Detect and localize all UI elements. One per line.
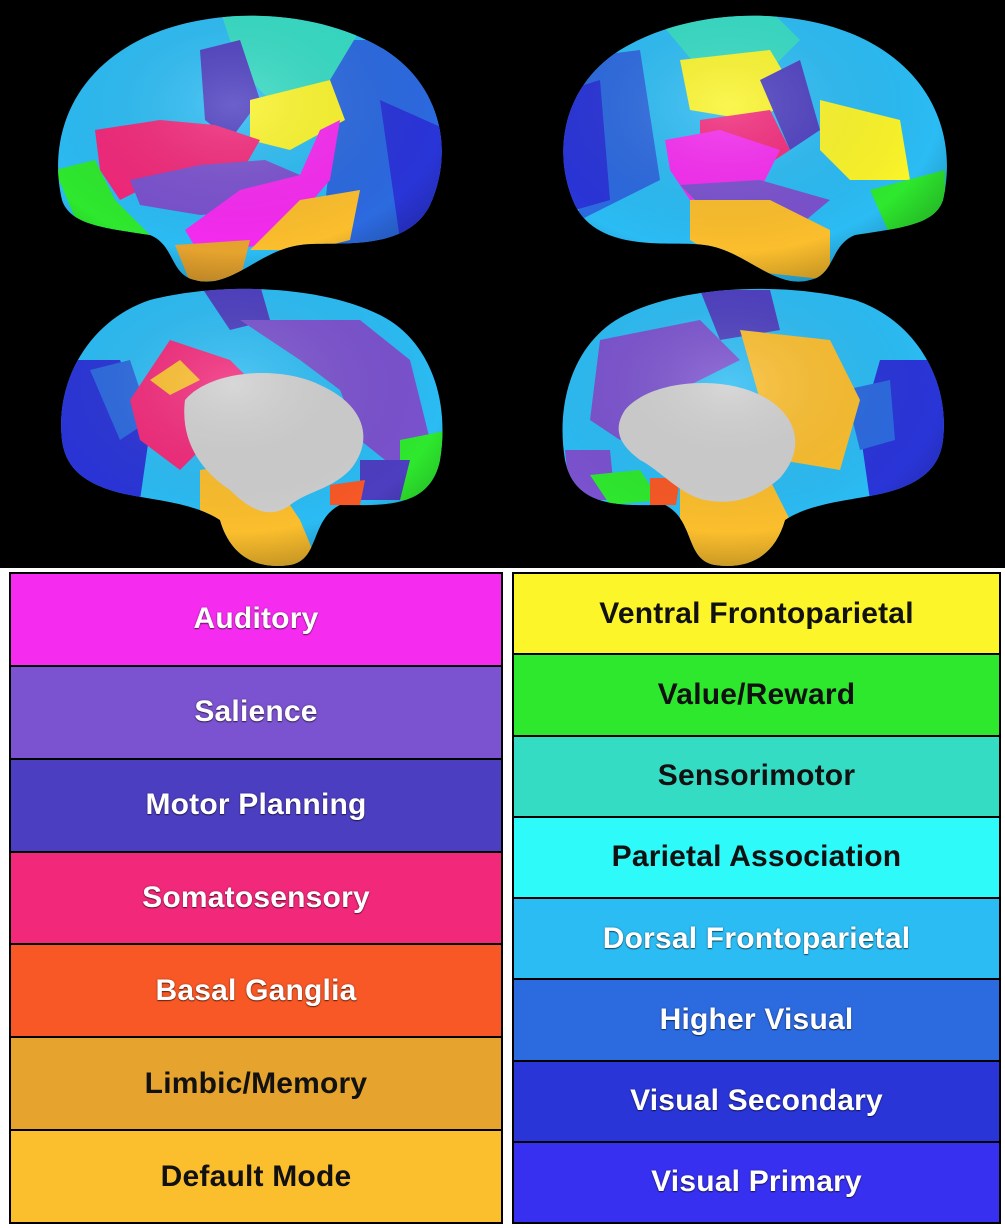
legend-label: Visual Secondary bbox=[630, 1084, 883, 1118]
legend-basal-ganglia: Basal Ganglia bbox=[11, 945, 501, 1038]
legend-label: Auditory bbox=[194, 602, 319, 636]
legend-higher-visual: Higher Visual bbox=[514, 980, 999, 1061]
legend-label: Motor Planning bbox=[145, 788, 366, 822]
brain-surface-figure bbox=[0, 0, 1005, 568]
legend-label: Sensorimotor bbox=[658, 759, 855, 793]
legend-value-reward: Value/Reward bbox=[514, 655, 999, 736]
legend-label: Somatosensory bbox=[142, 881, 370, 915]
legend-auditory: Auditory bbox=[11, 574, 501, 667]
legend-visual-secondary: Visual Secondary bbox=[514, 1062, 999, 1143]
legend-parietal-association: Parietal Association bbox=[514, 818, 999, 899]
left-medial-hemisphere bbox=[40, 280, 470, 568]
legend-ventral-frontoparietal: Ventral Frontoparietal bbox=[514, 574, 999, 655]
legend-label: Higher Visual bbox=[660, 1003, 854, 1037]
legend-label: Ventral Frontoparietal bbox=[599, 597, 913, 631]
legend-label: Limbic/Memory bbox=[145, 1067, 368, 1101]
right-lateral-hemisphere bbox=[535, 0, 965, 300]
legend-somatosensory: Somatosensory bbox=[11, 853, 501, 946]
legend-visual-primary: Visual Primary bbox=[514, 1143, 999, 1222]
legend-label: Default Mode bbox=[161, 1160, 352, 1194]
legend-default-mode: Default Mode bbox=[11, 1131, 501, 1222]
left-lateral-hemisphere bbox=[40, 0, 470, 300]
legend-left-column: Auditory Salience Motor Planning Somatos… bbox=[9, 572, 503, 1224]
legend-salience: Salience bbox=[11, 667, 501, 760]
legend-dorsal-frontoparietal: Dorsal Frontoparietal bbox=[514, 899, 999, 980]
legend-label: Dorsal Frontoparietal bbox=[603, 922, 911, 956]
legend-label: Value/Reward bbox=[658, 678, 856, 712]
legend-label: Salience bbox=[194, 695, 317, 729]
legend-label: Basal Ganglia bbox=[155, 974, 356, 1008]
legend-right-column: Ventral Frontoparietal Value/Reward Sens… bbox=[512, 572, 1001, 1224]
legend-label: Visual Primary bbox=[651, 1165, 862, 1199]
legend-motor-planning: Motor Planning bbox=[11, 760, 501, 853]
legend-sensorimotor: Sensorimotor bbox=[514, 737, 999, 818]
legend-label: Parietal Association bbox=[612, 840, 902, 874]
legend-limbic-memory: Limbic/Memory bbox=[11, 1038, 501, 1131]
right-medial-hemisphere bbox=[535, 280, 965, 568]
